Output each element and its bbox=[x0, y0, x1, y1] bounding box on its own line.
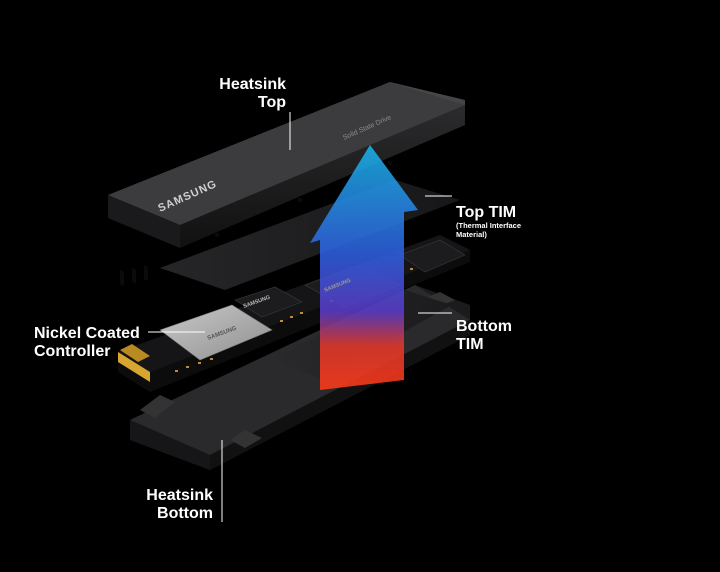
label-top-tim-note-line2: Material) bbox=[456, 229, 487, 239]
label-heatsink-top-line1: Heatsink bbox=[219, 76, 286, 93]
screw-hole bbox=[297, 197, 303, 203]
label-bottom-tim: Bottom TIM bbox=[456, 318, 512, 354]
label-nickel-controller-line2: Controller bbox=[34, 342, 111, 360]
label-top-tim: Top TIM (Thermal Interface Material) bbox=[456, 204, 521, 239]
callout-lines bbox=[148, 112, 452, 522]
label-top-tim-title: Top TIM bbox=[456, 204, 517, 221]
label-heatsink-top: Heatsink Top bbox=[196, 76, 286, 112]
label-nickel-controller-line1: Nickel Coated bbox=[34, 325, 140, 342]
heatsink-fins bbox=[120, 265, 148, 286]
label-heatsink-bottom: Heatsink Bottom bbox=[125, 487, 213, 523]
nickel-controller-chip bbox=[159, 304, 273, 361]
label-heatsink-bottom-line1: Heatsink bbox=[146, 487, 213, 504]
label-heatsink-top-line2: Top bbox=[257, 93, 286, 111]
label-heatsink-bottom-line2: Bottom bbox=[157, 504, 213, 522]
dram-chip bbox=[234, 286, 303, 318]
label-bottom-tim-line1: Bottom bbox=[456, 318, 512, 335]
screw-hole bbox=[214, 232, 220, 238]
heat-flow-arrow bbox=[310, 145, 418, 390]
label-bottom-tim-line2: TIM bbox=[456, 335, 484, 353]
gold-contacts bbox=[118, 344, 150, 382]
label-top-tim-note: (Thermal Interface Material) bbox=[456, 220, 522, 239]
label-top-tim-note-line1: (Thermal Interface bbox=[456, 220, 522, 230]
screw-hole bbox=[387, 160, 393, 166]
label-nickel-controller: Nickel Coated Controller bbox=[34, 325, 140, 361]
heatsink-top-part bbox=[108, 82, 465, 286]
nand-chip-2 bbox=[399, 239, 466, 273]
